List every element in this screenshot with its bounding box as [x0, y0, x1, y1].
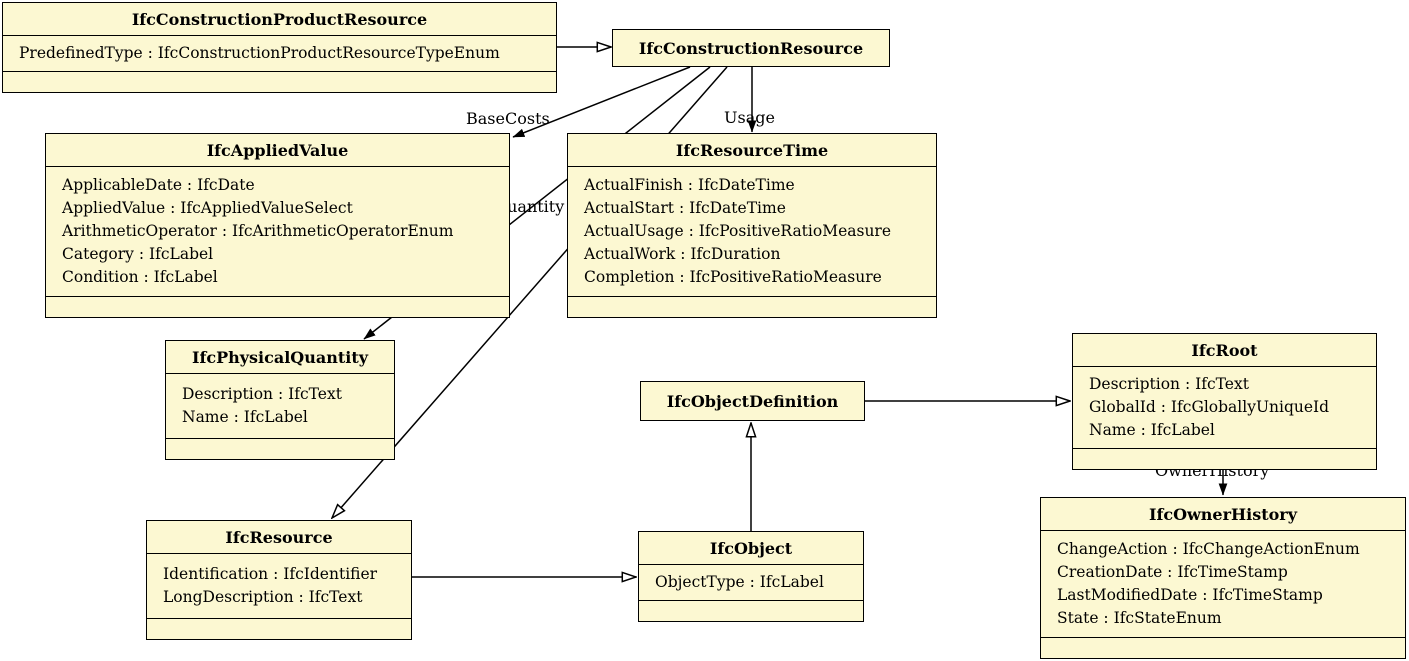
class-title: IfcAppliedValue	[46, 134, 509, 167]
class-attribute: AppliedValue : IfcAppliedValueSelect	[62, 199, 353, 217]
class-empty-compartment	[1041, 638, 1405, 658]
class-attribute: ActualStart : IfcDateTime	[584, 199, 786, 217]
class-attribute: State : IfcStateEnum	[1057, 609, 1222, 627]
class-ifcobjectdefinition: IfcObjectDefinition	[640, 381, 865, 421]
class-attributes: Description : IfcText Name : IfcLabel	[166, 374, 394, 439]
class-title: IfcConstructionResource	[638, 38, 864, 58]
class-ifcconstructionresource: IfcConstructionResource	[612, 29, 890, 67]
class-ifcconstructionproductresource: IfcConstructionProductResource Predefine…	[2, 2, 557, 93]
class-attribute: ArithmeticOperator : IfcArithmeticOperat…	[62, 222, 454, 240]
class-attribute: Description : IfcText	[1089, 375, 1249, 393]
class-attributes: ApplicableDate : IfcDate AppliedValue : …	[46, 167, 509, 297]
class-attributes: ActualFinish : IfcDateTime ActualStart :…	[568, 167, 936, 297]
class-attribute: PredefinedType : IfcConstructionProductR…	[19, 44, 500, 62]
class-ifcroot: IfcRoot Description : IfcText GlobalId :…	[1072, 333, 1377, 470]
class-empty-compartment	[1073, 449, 1376, 469]
class-empty-compartment	[639, 601, 863, 621]
edge-label-basecosts: BaseCosts	[466, 109, 550, 128]
class-attributes: ChangeAction : IfcChangeActionEnum Creat…	[1041, 531, 1405, 638]
class-title: IfcRoot	[1073, 334, 1376, 367]
class-attribute: ObjectType : IfcLabel	[655, 573, 824, 591]
class-attribute: CreationDate : IfcTimeStamp	[1057, 563, 1288, 581]
class-empty-compartment	[3, 72, 556, 92]
class-empty-compartment	[147, 619, 411, 639]
class-attributes: ObjectType : IfcLabel	[639, 565, 863, 601]
class-title: IfcPhysicalQuantity	[166, 341, 394, 374]
class-title: IfcResource	[147, 521, 411, 554]
edge-basecosts-constructionresource-appliedvalue	[512, 66, 691, 138]
class-title: IfcOwnerHistory	[1041, 498, 1405, 531]
class-attribute: Completion : IfcPositiveRatioMeasure	[584, 268, 882, 286]
class-title: IfcResourceTime	[568, 134, 936, 167]
class-ifcresource: IfcResource Identification : IfcIdentifi…	[146, 520, 412, 640]
class-attribute: Name : IfcLabel	[182, 408, 308, 426]
class-attributes: Identification : IfcIdentifier LongDescr…	[147, 554, 411, 619]
class-attribute: Description : IfcText	[182, 385, 342, 403]
class-title: IfcObjectDefinition	[666, 391, 839, 411]
class-attribute: Name : IfcLabel	[1089, 421, 1215, 439]
class-attribute: GlobalId : IfcGloballyUniqueId	[1089, 398, 1330, 416]
class-title: IfcConstructionProductResource	[3, 3, 556, 36]
class-attribute: ActualUsage : IfcPositiveRatioMeasure	[584, 222, 892, 240]
class-attribute: LastModifiedDate : IfcTimeStamp	[1057, 586, 1323, 604]
class-attribute: Category : IfcLabel	[62, 245, 214, 263]
class-attribute: ChangeAction : IfcChangeActionEnum	[1057, 540, 1360, 558]
class-attribute: Identification : IfcIdentifier	[163, 565, 378, 583]
class-attribute: ActualFinish : IfcDateTime	[584, 176, 795, 194]
edge-label-usage: Usage	[724, 108, 775, 127]
class-attribute: ActualWork : IfcDuration	[584, 245, 781, 263]
class-empty-compartment	[46, 297, 509, 317]
class-ifcresourcetime: IfcResourceTime ActualFinish : IfcDateTi…	[567, 133, 937, 318]
class-ifcobject: IfcObject ObjectType : IfcLabel	[638, 531, 864, 622]
class-attribute: Condition : IfcLabel	[62, 268, 218, 286]
class-attributes: Description : IfcText GlobalId : IfcGlob…	[1073, 367, 1376, 449]
class-attributes: PredefinedType : IfcConstructionProductR…	[3, 36, 556, 72]
class-empty-compartment	[568, 297, 936, 317]
class-ifcownerhistory: IfcOwnerHistory ChangeAction : IfcChange…	[1040, 497, 1406, 659]
class-attribute: LongDescription : IfcText	[163, 588, 363, 606]
class-title: IfcObject	[639, 532, 863, 565]
class-attribute: ApplicableDate : IfcDate	[62, 176, 255, 194]
class-ifcphysicalquantity: IfcPhysicalQuantity Description : IfcTex…	[165, 340, 395, 460]
class-empty-compartment	[166, 439, 394, 459]
class-ifcappliedvalue: IfcAppliedValue ApplicableDate : IfcDate…	[45, 133, 510, 318]
